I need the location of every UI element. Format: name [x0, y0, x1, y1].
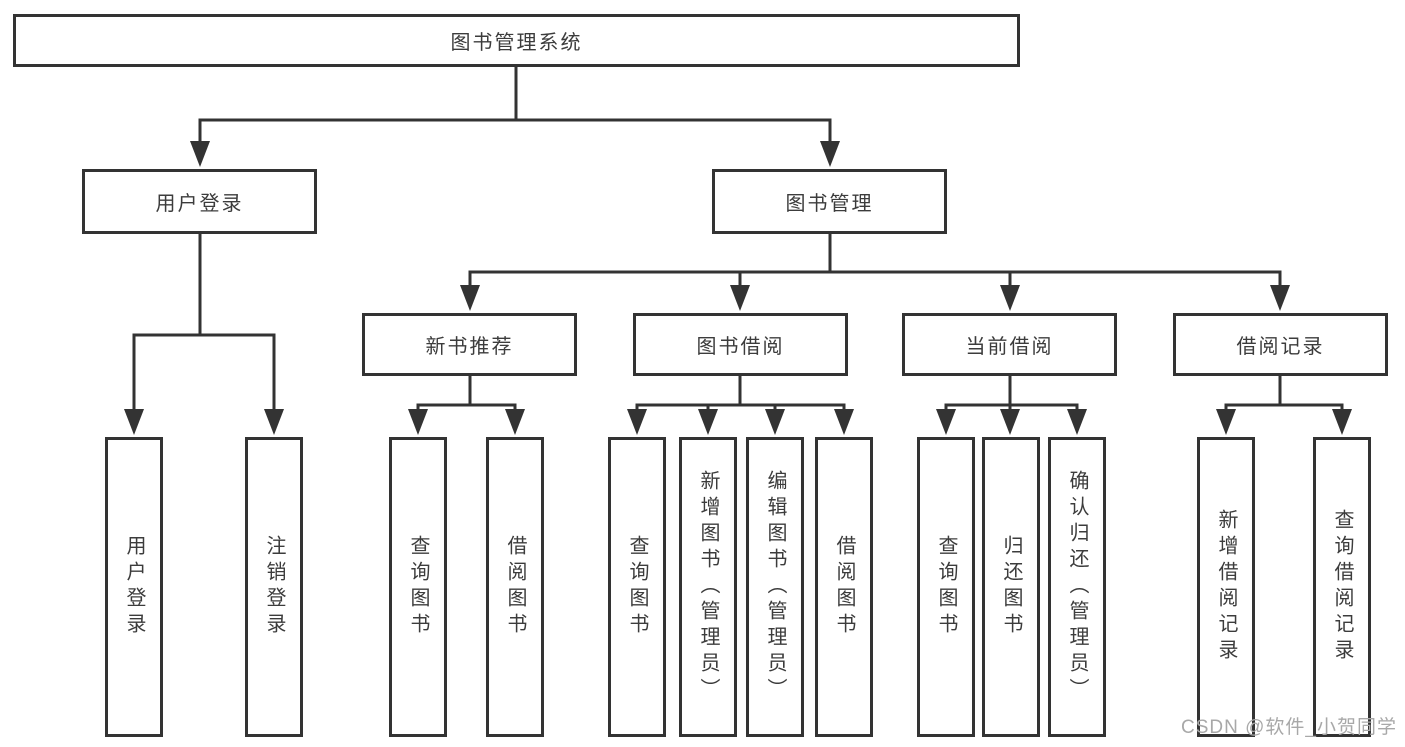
arrowhead-icon — [834, 409, 854, 435]
connector-login-to-leaves — [124, 234, 284, 435]
leaf-add-borrow-record: 新增借阅记录 — [1197, 437, 1255, 737]
leaf-borrow-books: 借阅图书 — [486, 437, 544, 737]
arrowhead-icon — [936, 409, 956, 435]
arrowhead-icon — [765, 409, 785, 435]
node-book-management: 图书管理 — [712, 169, 947, 234]
node-current-borrowing: 当前借阅 — [902, 313, 1117, 376]
arrowhead-icon — [408, 409, 428, 435]
arrowhead-icon — [1000, 285, 1020, 311]
arrowhead-icon — [1332, 409, 1352, 435]
leaf-add-books-admin: 新增图书（管理员） — [679, 437, 737, 737]
connector-borrowing-to-leaves — [627, 376, 854, 435]
leaf-user-login: 用户登录 — [105, 437, 163, 737]
arrowhead-icon — [627, 409, 647, 435]
arrowhead-icon — [1067, 409, 1087, 435]
leaf-logout: 注销登录 — [245, 437, 303, 737]
arrowhead-icon — [1216, 409, 1236, 435]
arrowhead-icon — [820, 141, 840, 167]
leaf-borrow-books: 借阅图书 — [815, 437, 873, 737]
connector-newbooks-to-leaves — [408, 376, 525, 435]
leaf-confirm-return-admin: 确认归还（管理员） — [1048, 437, 1106, 737]
node-root-library-system: 图书管理系统 — [13, 14, 1020, 67]
leaf-query-books: 查询图书 — [917, 437, 975, 737]
leaf-edit-books-admin: 编辑图书（管理员） — [746, 437, 804, 737]
node-new-book-recommendation: 新书推荐 — [362, 313, 577, 376]
arrowhead-icon — [460, 285, 480, 311]
connector-management-to-sections — [460, 234, 1290, 311]
connector-root-to-level2 — [190, 67, 840, 167]
arrowhead-icon — [698, 409, 718, 435]
arrowhead-icon — [1000, 409, 1020, 435]
leaf-return-books: 归还图书 — [982, 437, 1040, 737]
node-borrowing-records: 借阅记录 — [1173, 313, 1388, 376]
arrowhead-icon — [1270, 285, 1290, 311]
arrowhead-icon — [124, 409, 144, 435]
connector-current-to-leaves — [936, 376, 1087, 435]
node-user-login: 用户登录 — [82, 169, 317, 234]
arrowhead-icon — [730, 285, 750, 311]
arrowhead-icon — [264, 409, 284, 435]
arrowhead-icon — [190, 141, 210, 167]
node-book-borrowing: 图书借阅 — [633, 313, 848, 376]
arrowhead-icon — [505, 409, 525, 435]
csdn-watermark: CSDN @软件_小贺同学 — [1181, 717, 1397, 738]
leaf-query-books: 查询图书 — [389, 437, 447, 737]
leaf-query-borrow-record: 查询借阅记录 — [1313, 437, 1371, 737]
leaf-query-books: 查询图书 — [608, 437, 666, 737]
connector-records-to-leaves — [1216, 376, 1352, 435]
